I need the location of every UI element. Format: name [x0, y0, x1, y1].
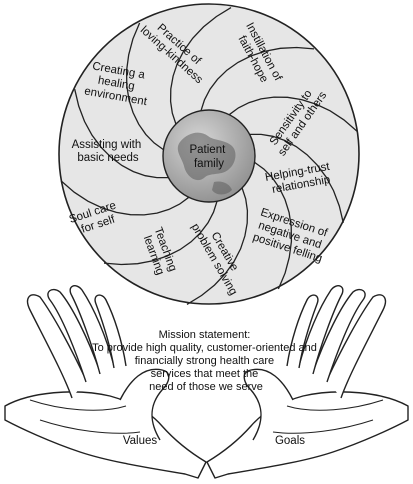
wheel-divider-line	[60, 180, 190, 216]
wheel-dividers	[60, 7, 358, 305]
wheel-divider-line	[74, 89, 169, 179]
wheel-divider-line	[186, 187, 249, 305]
goals-label: Goals	[275, 435, 305, 447]
center-label: Patient family	[189, 144, 228, 170]
continent-shape	[177, 132, 236, 181]
wheel-divider-line	[228, 96, 358, 132]
wheel-divider-line	[200, 46, 315, 111]
wheel-divider-line	[103, 201, 218, 266]
continent-shape	[212, 181, 232, 195]
mission-statement: Mission statement: To provide high quali…	[92, 329, 320, 393]
wheel-divider-line	[169, 7, 232, 125]
wheel-divider-line	[249, 133, 344, 223]
values-label: Values	[123, 435, 158, 447]
segment-label-assisting: Assisting with basic needs	[72, 139, 145, 164]
right-hand	[206, 285, 409, 479]
left-hand	[4, 285, 207, 479]
wheel-divider-line	[254, 161, 293, 290]
wheel-divider-line	[125, 22, 164, 151]
center-globe: Patient family	[162, 109, 256, 203]
